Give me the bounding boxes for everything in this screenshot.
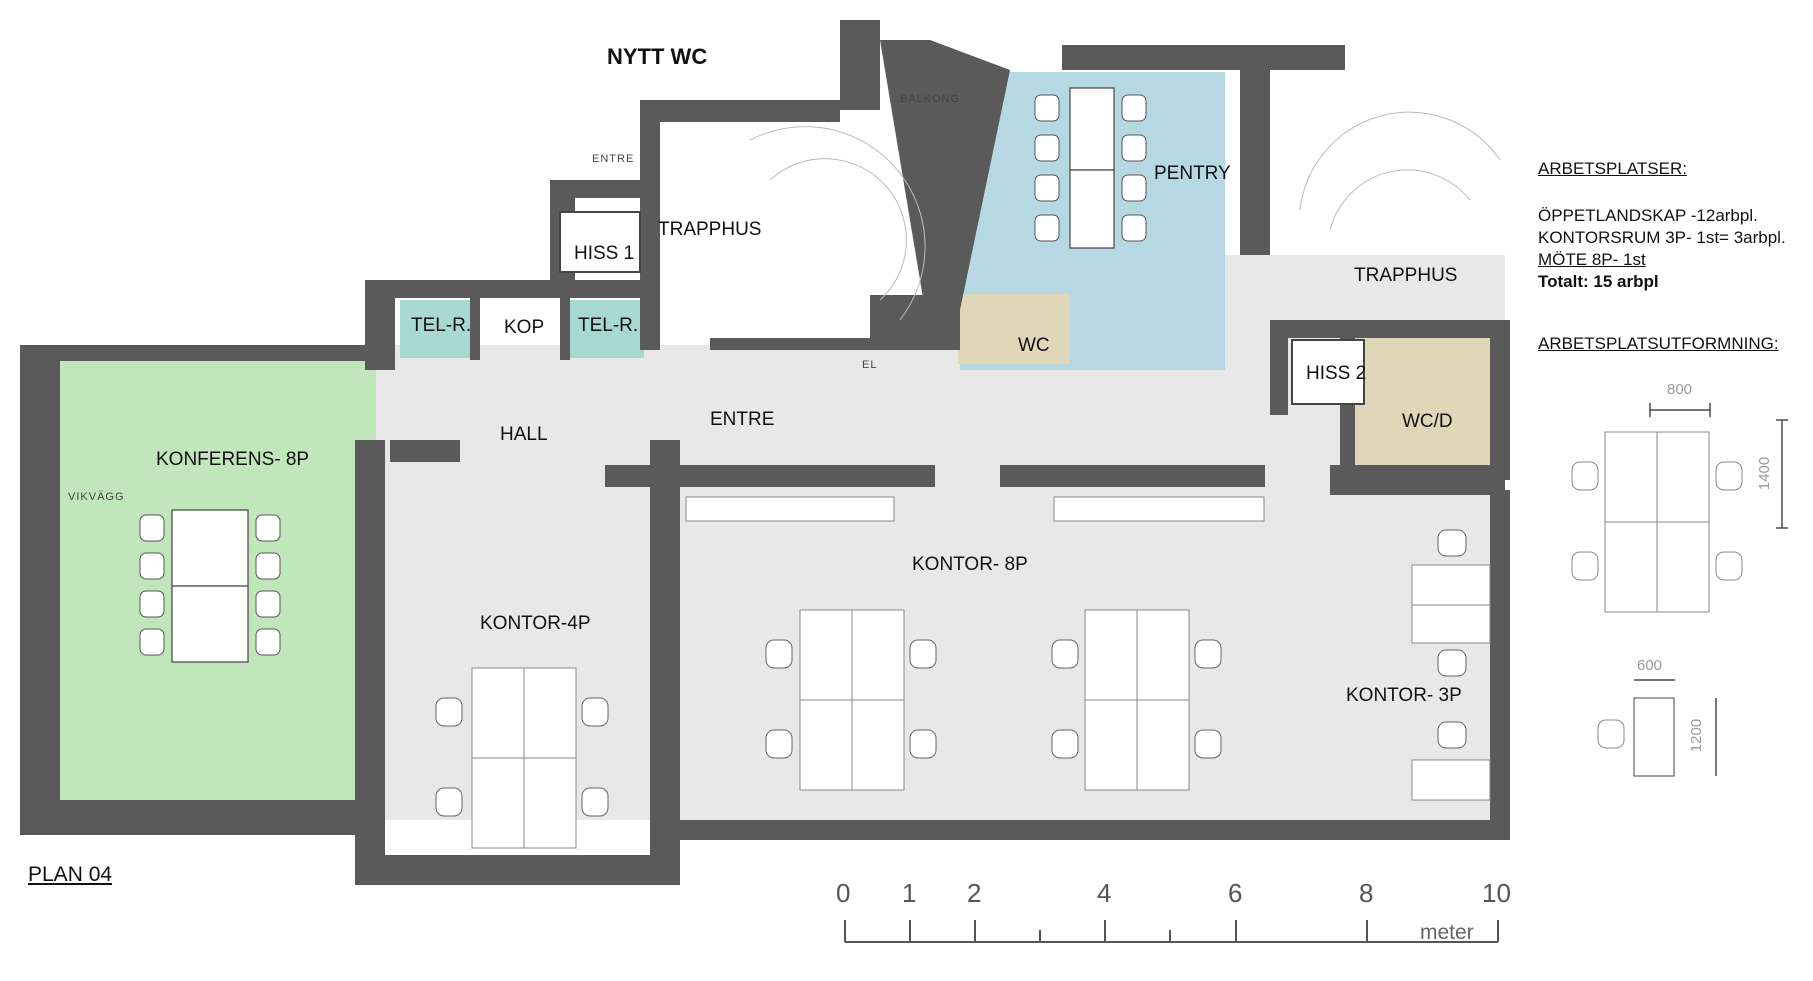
stairs (749, 111, 1501, 321)
scale-bar (844, 920, 1499, 943)
kop-label: KOP (504, 317, 545, 338)
legend-heading: ARBETSPLATSER: (1538, 159, 1687, 178)
floor-tel2 (570, 300, 644, 358)
dim-1400: 1400 (1756, 456, 1774, 491)
scale-tick-1: 1 (902, 878, 917, 908)
conference-chairs (139, 514, 281, 656)
pentry-table (1069, 87, 1115, 249)
scale-tick-4: 4 (1097, 878, 1112, 908)
hiss2-label: HISS 2 (1306, 363, 1367, 384)
entre-label: ENTRE (710, 409, 775, 430)
entre-small-label: ENTRE (592, 153, 635, 165)
tel-r-2-label: TEL-R. (578, 315, 639, 336)
scale-tick-6: 6 (1228, 878, 1243, 908)
kontor3p-label: KONTOR- 3P (1346, 685, 1462, 706)
dim-1200: 1200 (1688, 718, 1706, 753)
balkong-label: BALKONG (900, 93, 961, 105)
floor-kontor3p (1340, 500, 1505, 810)
wc-label: WC (1018, 335, 1050, 356)
legend-total: Totalt: 15 arbpl (1538, 272, 1659, 291)
floor-tel1 (400, 300, 474, 358)
plan-label: PLAN 04 (28, 863, 113, 886)
scale-unit: meter (1420, 921, 1474, 944)
floor-wcd (1350, 332, 1508, 472)
dim-800: 800 (1667, 381, 1693, 398)
office-chairs (435, 529, 1467, 817)
elevators (559, 211, 1365, 405)
legend-layout-heading: ARBETSPLATSUTFORMNING: (1538, 334, 1779, 353)
floor-areas (58, 72, 1508, 820)
floor-wc (958, 294, 1070, 364)
scale-tick-10: 10 (1482, 878, 1511, 908)
scale-tick-0: 0 (836, 878, 851, 908)
pentry-label: PENTRY (1154, 163, 1231, 184)
kontor4p-label: KONTOR-4P (480, 613, 591, 634)
vikvagg-label: VIKVÄGG (68, 491, 125, 503)
legend-desk-diagrams (1571, 431, 1743, 777)
trapphus-right-label: TRAPPHUS (1354, 265, 1458, 286)
wcd-label: WC/D (1402, 411, 1453, 432)
scale-tick-2: 2 (967, 878, 982, 908)
konferens-label: KONFERENS- 8P (156, 449, 310, 470)
legend-dimension-lines (1634, 403, 1788, 776)
page-title: NYTT WC (607, 44, 708, 69)
legend-line3: MÖTE 8P- 1st (1538, 250, 1646, 269)
conference-table (171, 509, 249, 663)
scale-tick-8: 8 (1359, 878, 1374, 908)
office-desks (471, 496, 1491, 849)
dim-600: 600 (1637, 657, 1663, 674)
legend-line1: ÖPPETLANDSKAP -12arbpl. (1538, 206, 1758, 225)
hall-label: HALL (500, 424, 548, 445)
tel-r-1-label: TEL-R. (411, 315, 472, 336)
hiss1-label: HISS 1 (574, 243, 635, 264)
el-label: EL (862, 359, 878, 371)
trapphus-left-label: TRAPPHUS (658, 219, 762, 240)
pentry-chairs (1034, 94, 1147, 242)
kontor8p-label: KONTOR- 8P (912, 554, 1028, 575)
legend-line2: KONTORSRUM 3P- 1st= 3arbpl. (1538, 228, 1786, 247)
